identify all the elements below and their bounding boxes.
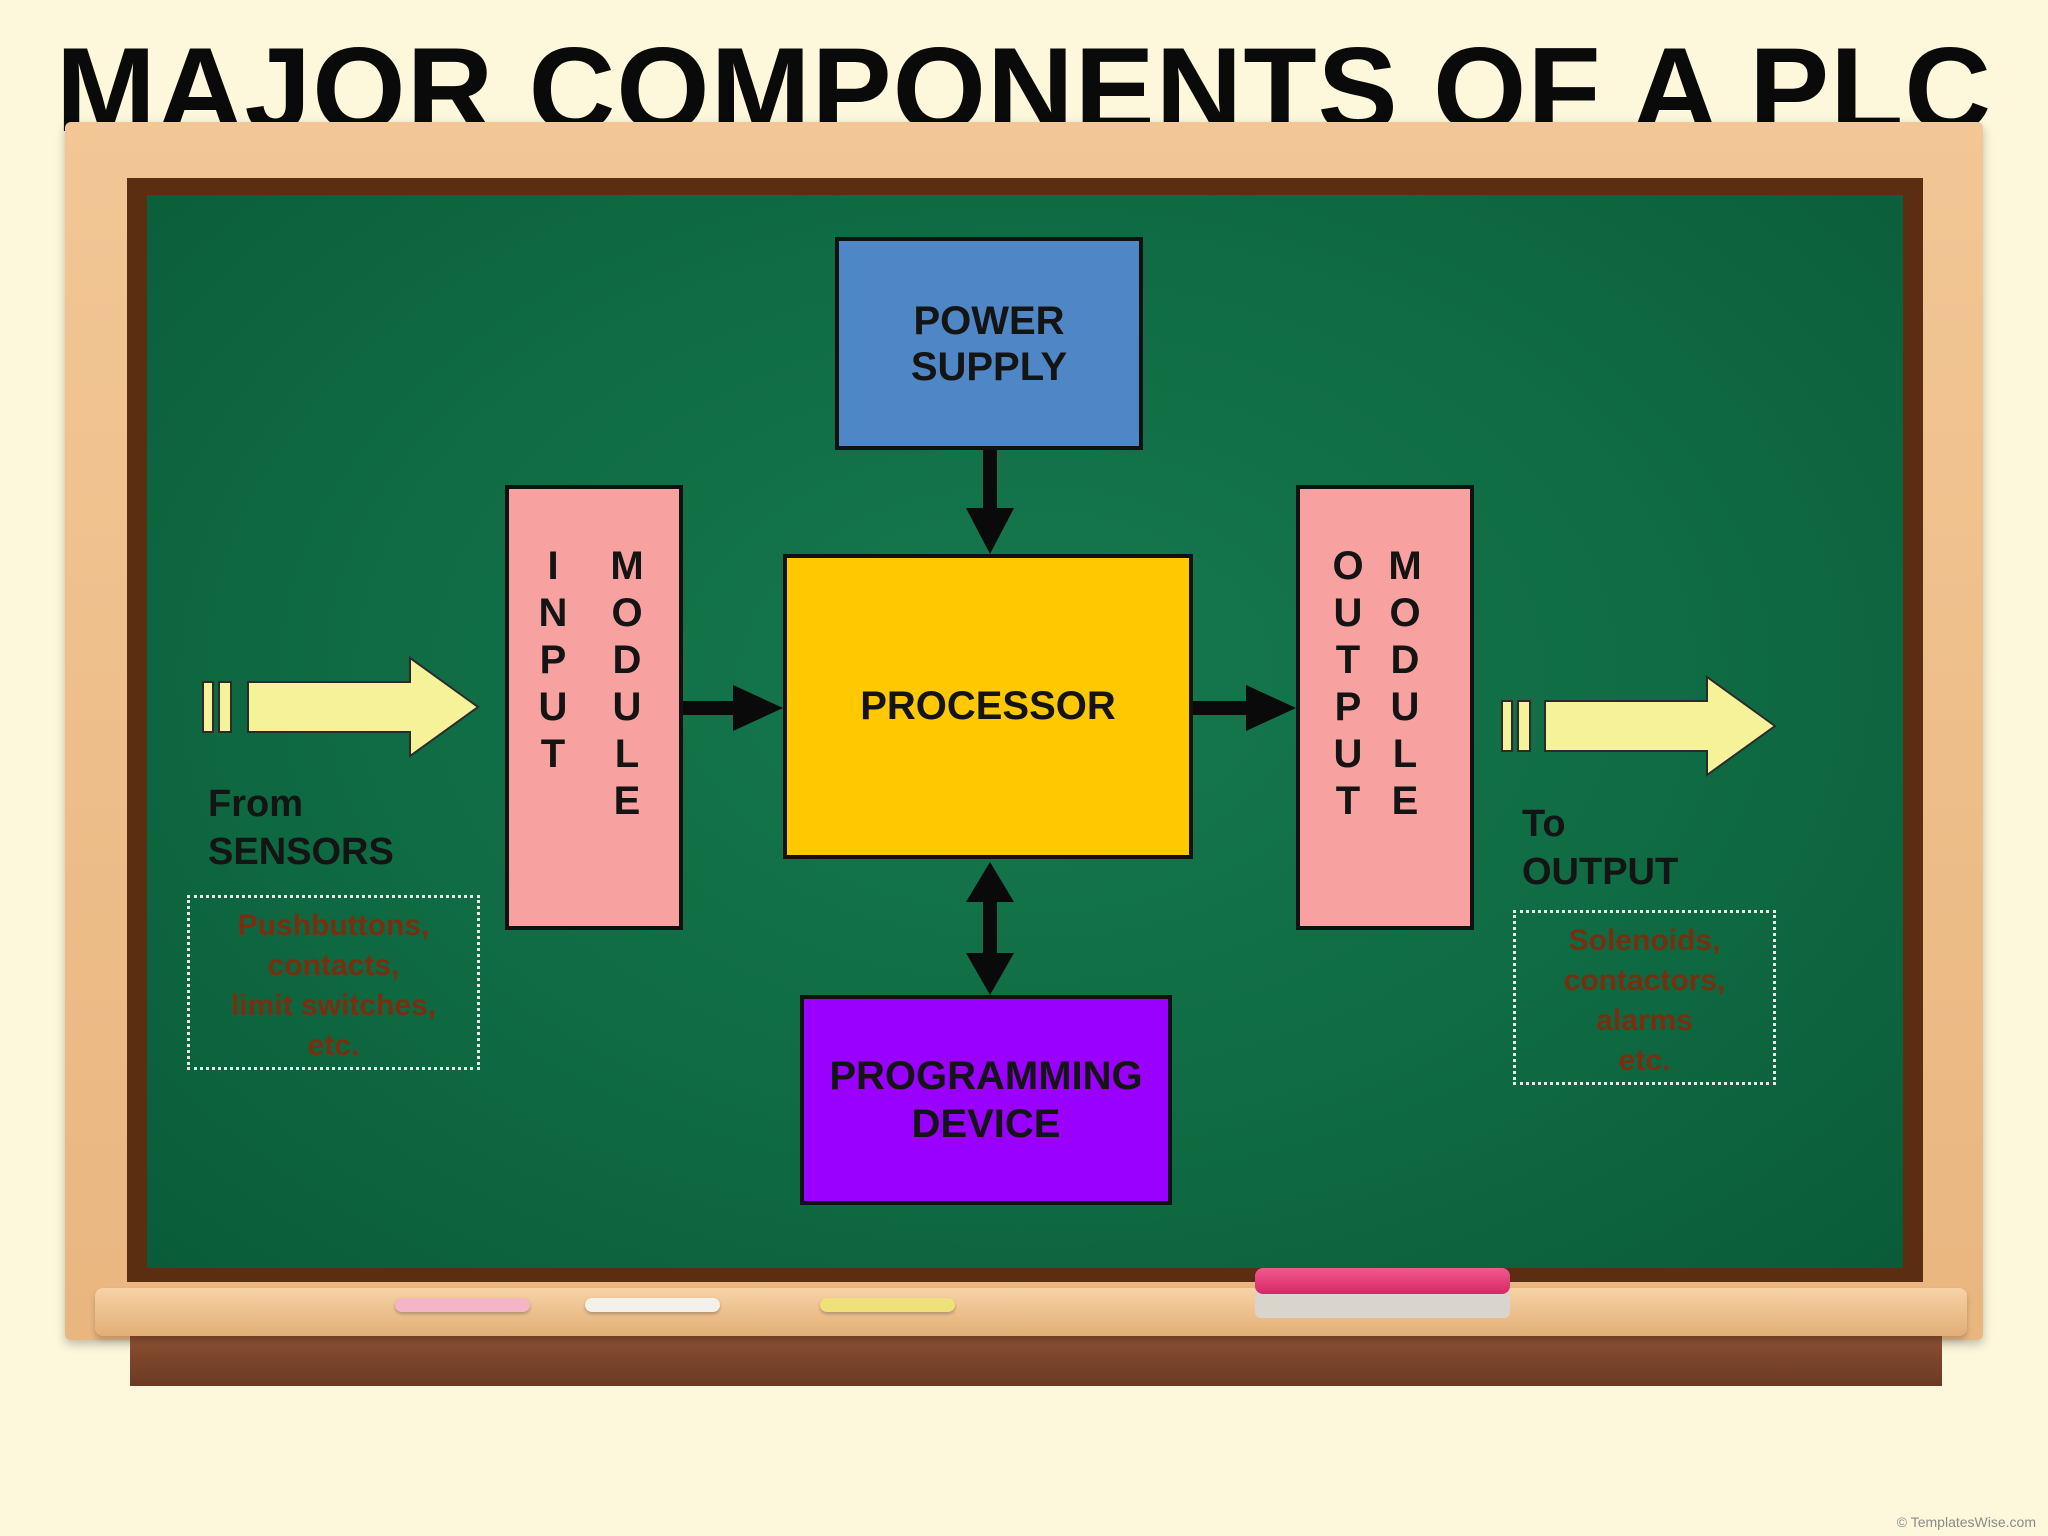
module-letter: O	[611, 591, 643, 635]
module-letter: L	[1392, 732, 1418, 776]
credit-text: © TemplatesWise.com	[1896, 1514, 2036, 1530]
to-output-label: To OUTPUT	[1522, 800, 1678, 896]
processor-box: PROCESSOR	[783, 554, 1193, 859]
from-sensors-label: From SENSORS	[208, 780, 394, 876]
power-supply-box: POWER SUPPLY	[835, 237, 1143, 450]
output-module-box	[1296, 485, 1474, 930]
processor-programming-bidirectional-arrow	[966, 862, 1014, 995]
module-letter: M	[610, 544, 644, 588]
yellow-chalk-icon	[820, 1298, 955, 1312]
module-letter: D	[1390, 638, 1420, 682]
output-module-word-module: M O D U L E	[1385, 543, 1425, 825]
sensor-input-arrow-icon	[202, 656, 480, 758]
pink-chalk-icon	[395, 1298, 530, 1312]
input-to-processor-arrow	[683, 685, 783, 731]
output-letter: T	[1335, 779, 1361, 823]
input-example-item: limit switches,	[230, 989, 437, 1022]
programming-device-label-line1: PROGRAMMING	[829, 1054, 1143, 1098]
input-letter: N	[538, 591, 568, 635]
input-letter: T	[540, 732, 566, 776]
output-signal-arrow-icon	[1501, 675, 1777, 777]
from-label-line1: From	[208, 783, 303, 825]
white-chalk-icon	[585, 1298, 720, 1312]
processor-label: PROCESSOR	[860, 684, 1116, 728]
module-letter: M	[1388, 544, 1422, 588]
module-letter: O	[1389, 591, 1421, 635]
power-to-processor-arrow	[966, 450, 1014, 554]
processor-to-output-arrow	[1193, 685, 1296, 731]
module-letter: D	[612, 638, 642, 682]
input-letter: P	[539, 638, 567, 682]
module-letter: U	[612, 685, 642, 729]
input-letter: I	[547, 544, 559, 588]
to-label-line1: To	[1522, 803, 1566, 845]
input-examples-box: Pushbuttons, contacts, limit switches, e…	[187, 895, 480, 1070]
programming-device-label-line2: DEVICE	[911, 1102, 1061, 1146]
output-examples-box: Solenoids, contactors, alarms etc.	[1513, 910, 1776, 1085]
chalk-ledge-base	[130, 1336, 1942, 1386]
output-module-word-output: O U T P U T	[1328, 543, 1368, 825]
output-letter: T	[1335, 638, 1361, 682]
from-label-line2: SENSORS	[208, 831, 394, 873]
power-supply-label-line1: POWER	[913, 298, 1065, 343]
output-example-item: contactors,	[1563, 964, 1726, 997]
input-letter: U	[538, 685, 568, 729]
output-example-item: Solenoids,	[1568, 924, 1721, 957]
chalk-ledge	[95, 1288, 1967, 1336]
output-letter: U	[1333, 732, 1363, 776]
output-example-item: etc.	[1618, 1044, 1671, 1077]
module-letter: E	[1391, 779, 1419, 823]
module-letter: L	[614, 732, 640, 776]
input-module-box	[505, 485, 683, 930]
to-label-line2: OUTPUT	[1522, 851, 1679, 893]
input-example-item: Pushbuttons,	[237, 909, 430, 942]
module-letter: E	[613, 779, 641, 823]
output-letter: O	[1332, 544, 1364, 588]
module-letter: U	[1390, 685, 1420, 729]
output-example-item: alarms	[1596, 1004, 1693, 1037]
input-module-word-module: M O D U L E	[607, 543, 647, 825]
eraser-icon	[1255, 1268, 1510, 1318]
input-module-word-input: I N P U T	[533, 543, 573, 778]
output-letter: U	[1333, 591, 1363, 635]
output-letter: P	[1334, 685, 1362, 729]
power-supply-label-line2: SUPPLY	[910, 344, 1068, 389]
input-example-item: etc.	[307, 1029, 360, 1062]
programming-device-box: PROGRAMMING DEVICE	[800, 995, 1172, 1205]
input-example-item: contacts,	[267, 949, 400, 982]
